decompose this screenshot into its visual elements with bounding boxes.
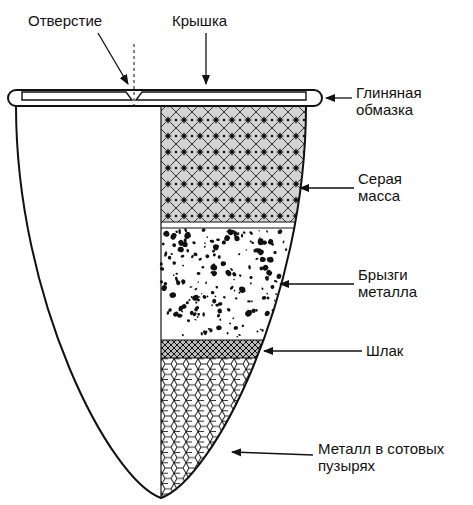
lid-label: Крышка (172, 12, 252, 29)
clay-coating-label: Глиняная обмазка (356, 84, 456, 118)
metal-splash-label: Брызги металла (358, 266, 450, 300)
hole-label: Отверстие (28, 12, 128, 29)
honeycomb-metal-label: Металл в сотовых пузырях (318, 440, 468, 474)
slag-label: Шлак (366, 342, 436, 359)
grey-mass-label: Серая масса (358, 170, 438, 204)
